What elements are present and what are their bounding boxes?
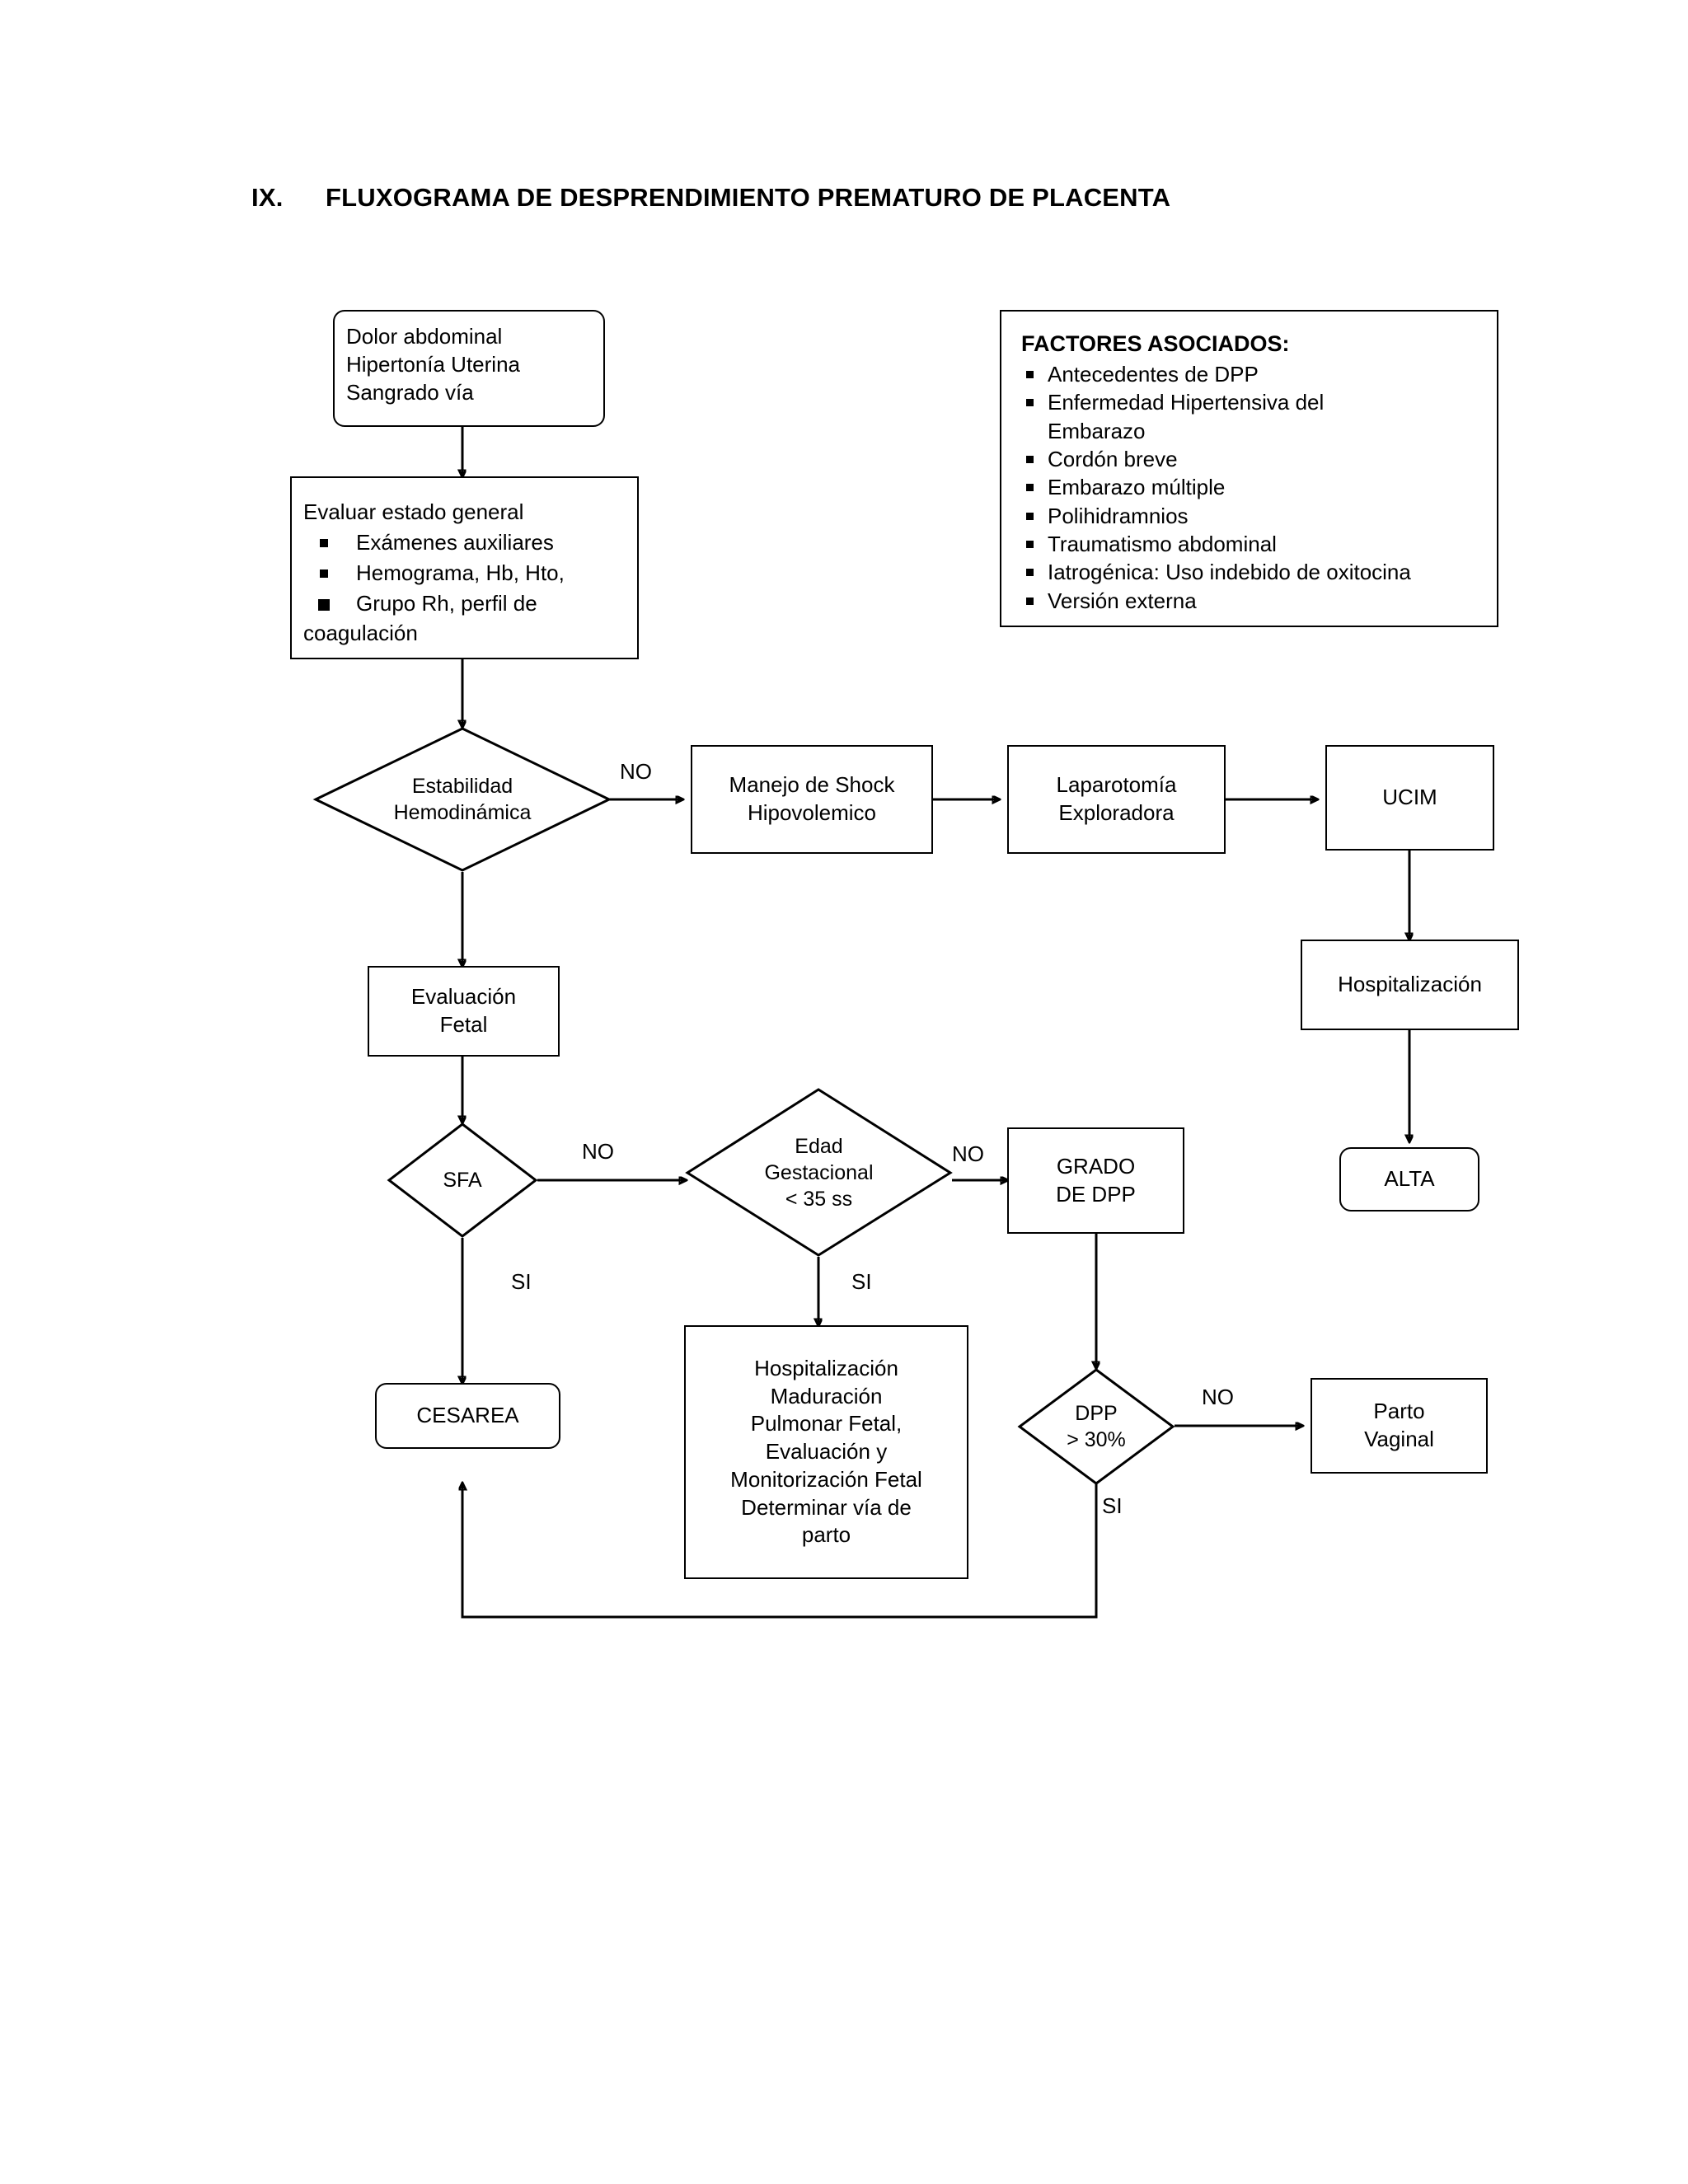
evaluar-item-0: Exámenes auxiliares: [303, 527, 627, 558]
factores-item-1: Enfermedad Hipertensiva del Embarazo: [1020, 388, 1482, 445]
edge-label-dpp-no: NO: [1202, 1385, 1234, 1409]
node-cesarea-label: CESAREA: [416, 1403, 519, 1428]
sfa-diamond-shape: [387, 1122, 538, 1238]
factores-item-1-line2: Embarazo: [1048, 418, 1146, 443]
node-hospitalizacion[interactable]: Hospitalización: [1301, 940, 1519, 1030]
node-cesarea[interactable]: CESAREA: [375, 1383, 560, 1449]
node-evaluacion-fetal[interactable]: Evaluación Fetal: [368, 966, 560, 1057]
node-alta[interactable]: ALTA: [1339, 1147, 1479, 1212]
factores-item-4: Polihidramnios: [1020, 502, 1482, 530]
factores-item-3: Embarazo múltiple: [1020, 473, 1482, 501]
page-title-number: IX.: [251, 183, 284, 212]
node-grado-de-dpp[interactable]: GRADO DE DPP: [1007, 1127, 1184, 1234]
evaluar-trailing: coagulación: [303, 621, 418, 646]
node-manejo-de-shock-hipovolemico[interactable]: Manejo de Shock Hipovolemico: [691, 745, 933, 854]
factores-item-1-line1: Enfermedad Hipertensiva del: [1048, 390, 1325, 415]
dpp30-diamond-shape: [1017, 1368, 1175, 1485]
node-ucim[interactable]: UCIM: [1325, 745, 1494, 851]
node-manejo-de-shock-hipovolemico-label: Manejo de Shock Hipovolemico: [729, 772, 895, 825]
page-title-text: FLUXOGRAMA DE DESPRENDIMIENTO PREMATURO …: [326, 183, 1171, 212]
node-hospitalizacion-maduracion-label: Hospitalización Maduración Pulmonar Feta…: [730, 1355, 922, 1548]
factores-list: Antecedentes de DPP Enfermedad Hipertens…: [1020, 360, 1482, 615]
node-alta-label: ALTA: [1384, 1166, 1435, 1192]
panel-factores-asociados: FACTORES ASOCIADOS: Antecedentes de DPP …: [1000, 310, 1498, 627]
evaluar-item-list: Exámenes auxiliares Hemograma, Hb, Hto, …: [303, 527, 627, 619]
page-title: IX. FLUXOGRAMA DE DESPRENDIMIENTO PREMAT…: [251, 183, 1488, 221]
node-edad-gestacional[interactable]: Edad Gestacional < 35 ss: [685, 1088, 953, 1257]
factores-item-5: Traumatismo abdominal: [1020, 530, 1482, 558]
node-laparotomia-exploradora[interactable]: Laparotomía Exploradora: [1007, 745, 1226, 854]
node-parto-vaginal[interactable]: Parto Vaginal: [1311, 1378, 1488, 1474]
node-hospitalizacion-label: Hospitalización: [1338, 972, 1482, 997]
node-sfa[interactable]: SFA: [387, 1122, 538, 1238]
factores-item-7: Versión externa: [1020, 587, 1482, 615]
node-start-symptoms-label: Dolor abdominal Hipertonía Uterina Sangr…: [346, 324, 520, 405]
node-grado-de-dpp-label: GRADO DE DPP: [1056, 1153, 1136, 1207]
factores-item-0: Antecedentes de DPP: [1020, 360, 1482, 388]
factores-item-6: Iatrogénica: Uso indebido de oxitocina: [1020, 558, 1482, 586]
edge-label-estabilidad-no: NO: [620, 759, 652, 784]
edge-label-sfa-no: NO: [582, 1139, 614, 1164]
edge-label-edad-si: SI: [851, 1269, 872, 1294]
node-start-symptoms[interactable]: Dolor abdominal Hipertonía Uterina Sangr…: [333, 310, 605, 427]
node-ucim-label: UCIM: [1382, 785, 1437, 810]
node-laparotomia-exploradora-label: Laparotomía Exploradora: [1056, 772, 1177, 825]
node-evaluacion-fetal-label: Evaluación Fetal: [410, 984, 517, 1037]
factores-title: FACTORES ASOCIADOS:: [1021, 331, 1290, 356]
estabilidad-diamond-shape: [312, 727, 612, 872]
evaluar-item-2: Grupo Rh, perfil de: [303, 588, 627, 619]
edge-label-dpp-si: SI: [1102, 1493, 1123, 1518]
evaluar-item-1: Hemograma, Hb, Hto,: [303, 558, 627, 588]
edad-gestacional-diamond-shape: [685, 1088, 953, 1257]
edge-label-edad-no: NO: [952, 1141, 984, 1166]
evaluar-heading: Evaluar estado general: [303, 499, 524, 524]
edge-label-sfa-si: SI: [511, 1269, 532, 1294]
node-hospitalizacion-maduracion[interactable]: Hospitalización Maduración Pulmonar Feta…: [684, 1325, 968, 1579]
node-parto-vaginal-label: Parto Vaginal: [1364, 1399, 1434, 1451]
node-dpp-mayor-30[interactable]: DPP > 30%: [1017, 1368, 1175, 1485]
factores-item-2: Cordón breve: [1020, 445, 1482, 473]
node-estabilidad-hemodinamica[interactable]: Estabilidad Hemodinámica: [312, 727, 612, 872]
node-evaluar-estado-general[interactable]: Evaluar estado general Exámenes auxiliar…: [290, 476, 639, 659]
